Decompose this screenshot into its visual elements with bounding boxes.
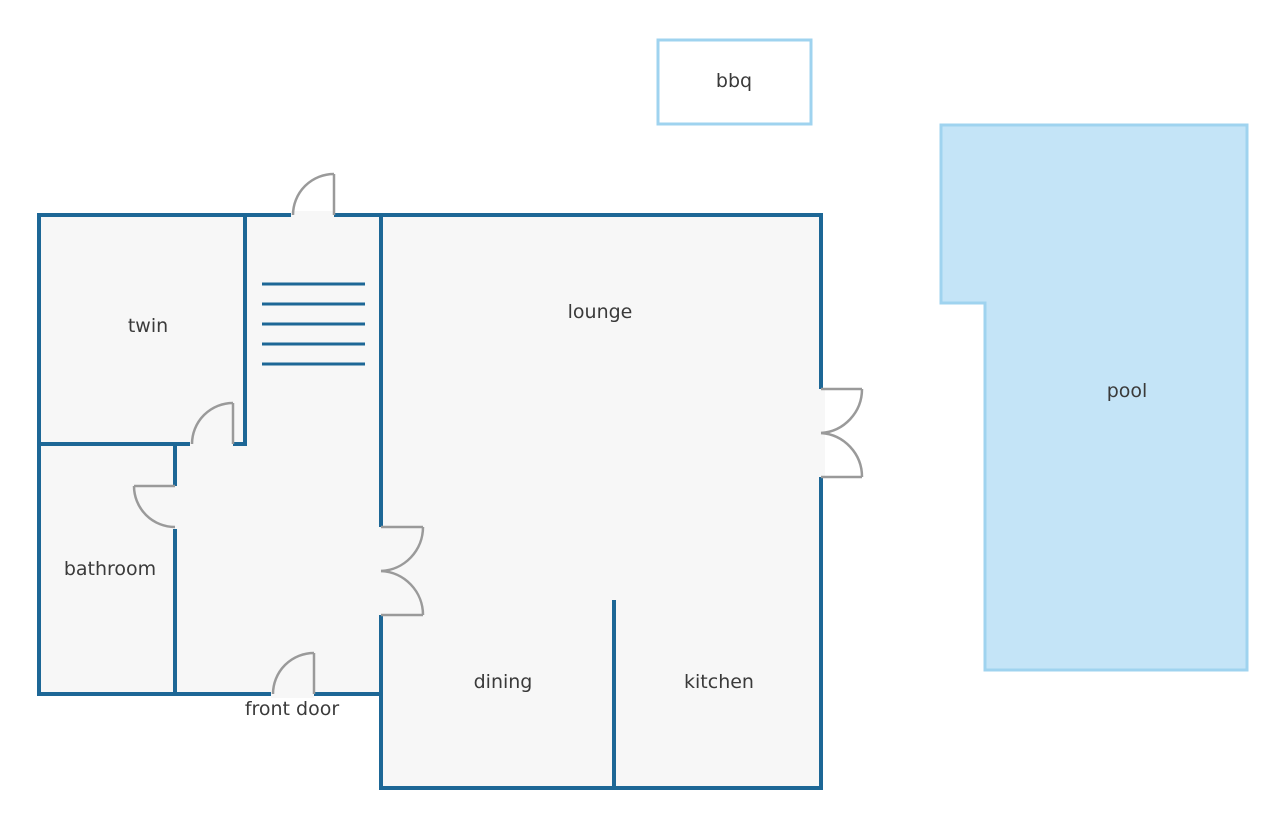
floor-area: [39, 215, 821, 788]
back-door: [291, 172, 336, 216]
lounge-label: lounge: [568, 301, 633, 323]
front-door-label: front door: [245, 698, 340, 720]
kitchen-label: kitchen: [684, 671, 754, 693]
dining-label: dining: [474, 671, 533, 693]
bathroom-label: bathroom: [64, 558, 156, 580]
bbq-area: [656, 38, 813, 126]
pool-label: pool: [1107, 380, 1148, 402]
bbq-label: bbq: [716, 70, 752, 92]
twin-label: twin: [128, 315, 168, 337]
patio-double-door: [820, 387, 864, 479]
pool-area: [939, 123, 1249, 672]
bathroom-door: [132, 484, 176, 529]
staircase: [262, 282, 365, 366]
front-door: [271, 651, 316, 695]
lounge-double-door: [380, 525, 425, 617]
twin-door: [190, 401, 235, 445]
